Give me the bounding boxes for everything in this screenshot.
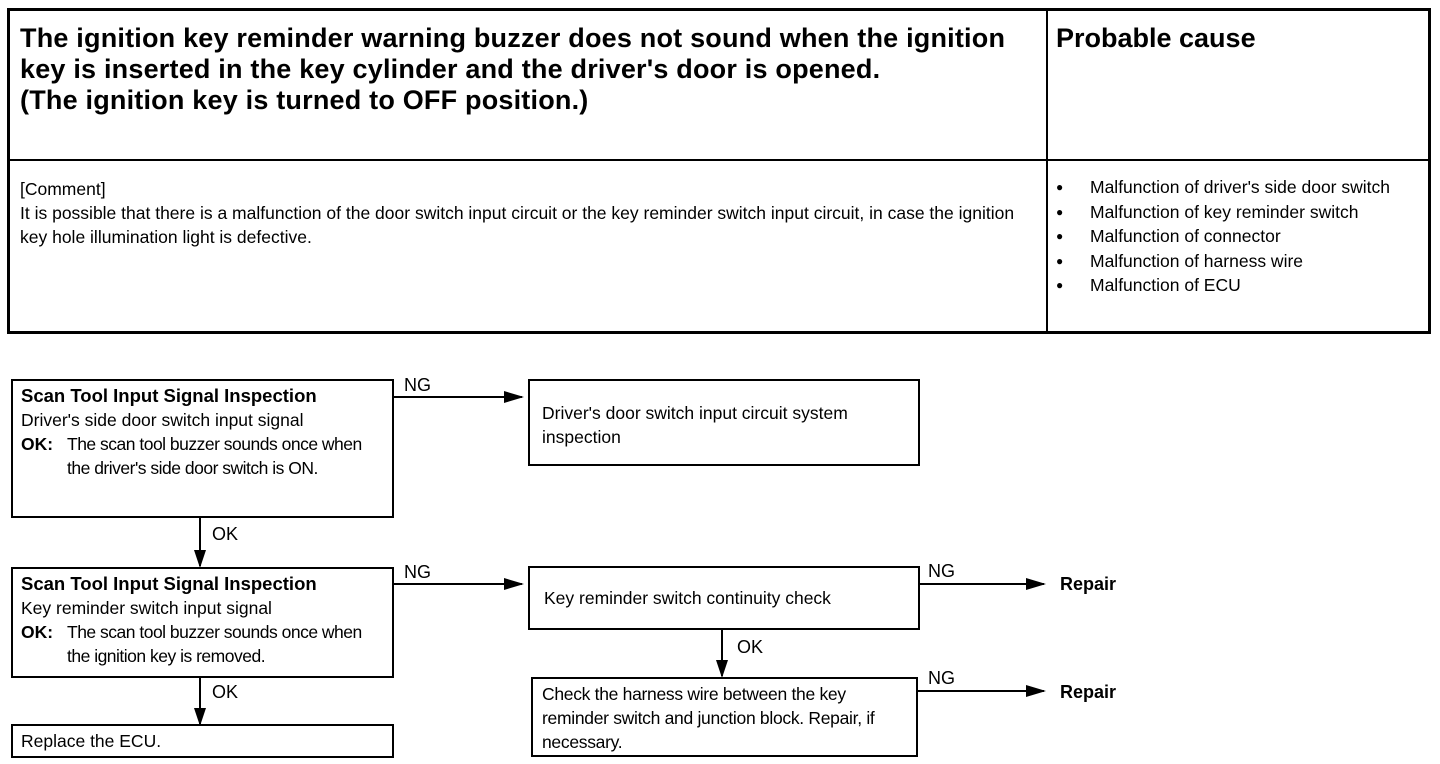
problem-table: The ignition key reminder warning buzzer… xyxy=(7,8,1431,334)
ok-arrow xyxy=(716,630,728,678)
probable-cause-heading: Probable cause xyxy=(1056,23,1256,53)
door-circuit-inspection-box: Driver's door switch input circuit syste… xyxy=(528,379,920,466)
comment-cell: [Comment] It is possible that there is a… xyxy=(20,177,1040,249)
key-reminder-continuity-box: Key reminder switch continuity check xyxy=(528,566,920,630)
ng-arrow xyxy=(394,391,524,403)
box-subtitle: Key reminder switch input signal xyxy=(21,598,272,618)
ng-label: NG xyxy=(928,668,955,688)
ng-arrow xyxy=(920,578,1046,590)
ok-criteria: OK: The scan tool buzzer sounds once whe… xyxy=(21,620,384,668)
comment-label: [Comment] xyxy=(20,179,106,199)
ok-label: OK xyxy=(212,524,239,544)
ng-label: NG xyxy=(404,562,431,582)
repair-label: Repair xyxy=(1060,574,1117,594)
harness-check-box: Check the harness wire between the key r… xyxy=(531,677,918,757)
box-text: Driver's door switch input circuit syste… xyxy=(542,403,848,447)
ok-label: OK: xyxy=(21,434,54,454)
ng-label: NG xyxy=(928,561,955,581)
ng-arrow xyxy=(918,685,1046,697)
replace-ecu-box: Replace the ECU. xyxy=(11,724,394,758)
ok-label: OK xyxy=(737,637,764,657)
table-row-divider xyxy=(10,159,1428,161)
box-title: Scan Tool Input Signal Inspection xyxy=(21,385,317,406)
cause-item: Malfunction of harness wire xyxy=(1056,249,1426,274)
ok-arrow xyxy=(194,518,206,568)
ok-arrow xyxy=(194,678,206,726)
probable-cause-list: Malfunction of driver's side door switch… xyxy=(1056,175,1426,298)
repair-label: Repair xyxy=(1060,682,1117,702)
cause-item: Malfunction of key reminder switch xyxy=(1056,200,1426,225)
door-switch-inspection-box: Scan Tool Input Signal Inspection Driver… xyxy=(11,379,394,518)
ng-label: NG xyxy=(404,375,431,395)
box-title: Scan Tool Input Signal Inspection xyxy=(21,573,317,594)
ng-arrow xyxy=(394,578,524,590)
cause-item: Malfunction of connector xyxy=(1056,224,1426,249)
cause-item: Malfunction of ECU xyxy=(1056,273,1426,298)
ok-text: The scan tool buzzer sounds once when th… xyxy=(67,622,362,666)
box-text: Check the harness wire between the key r… xyxy=(542,684,875,752)
box-text: Key reminder switch continuity check xyxy=(544,588,831,608)
box-subtitle: Driver's side door switch input signal xyxy=(21,410,304,430)
ok-criteria: OK: The scan tool buzzer sounds once whe… xyxy=(21,432,384,480)
box-text: Replace the ECU. xyxy=(21,731,162,751)
table-column-divider xyxy=(1046,11,1048,331)
ok-text: The scan tool buzzer sounds once when th… xyxy=(67,434,362,478)
comment-text: It is possible that there is a malfuncti… xyxy=(20,203,1015,247)
ok-label: OK: xyxy=(21,622,54,642)
symptom-heading: The ignition key reminder warning buzzer… xyxy=(20,23,1006,115)
cause-item: Malfunction of driver's side door switch xyxy=(1056,175,1426,200)
key-reminder-inspection-box: Scan Tool Input Signal Inspection Key re… xyxy=(11,567,394,678)
ok-label: OK xyxy=(212,682,239,702)
